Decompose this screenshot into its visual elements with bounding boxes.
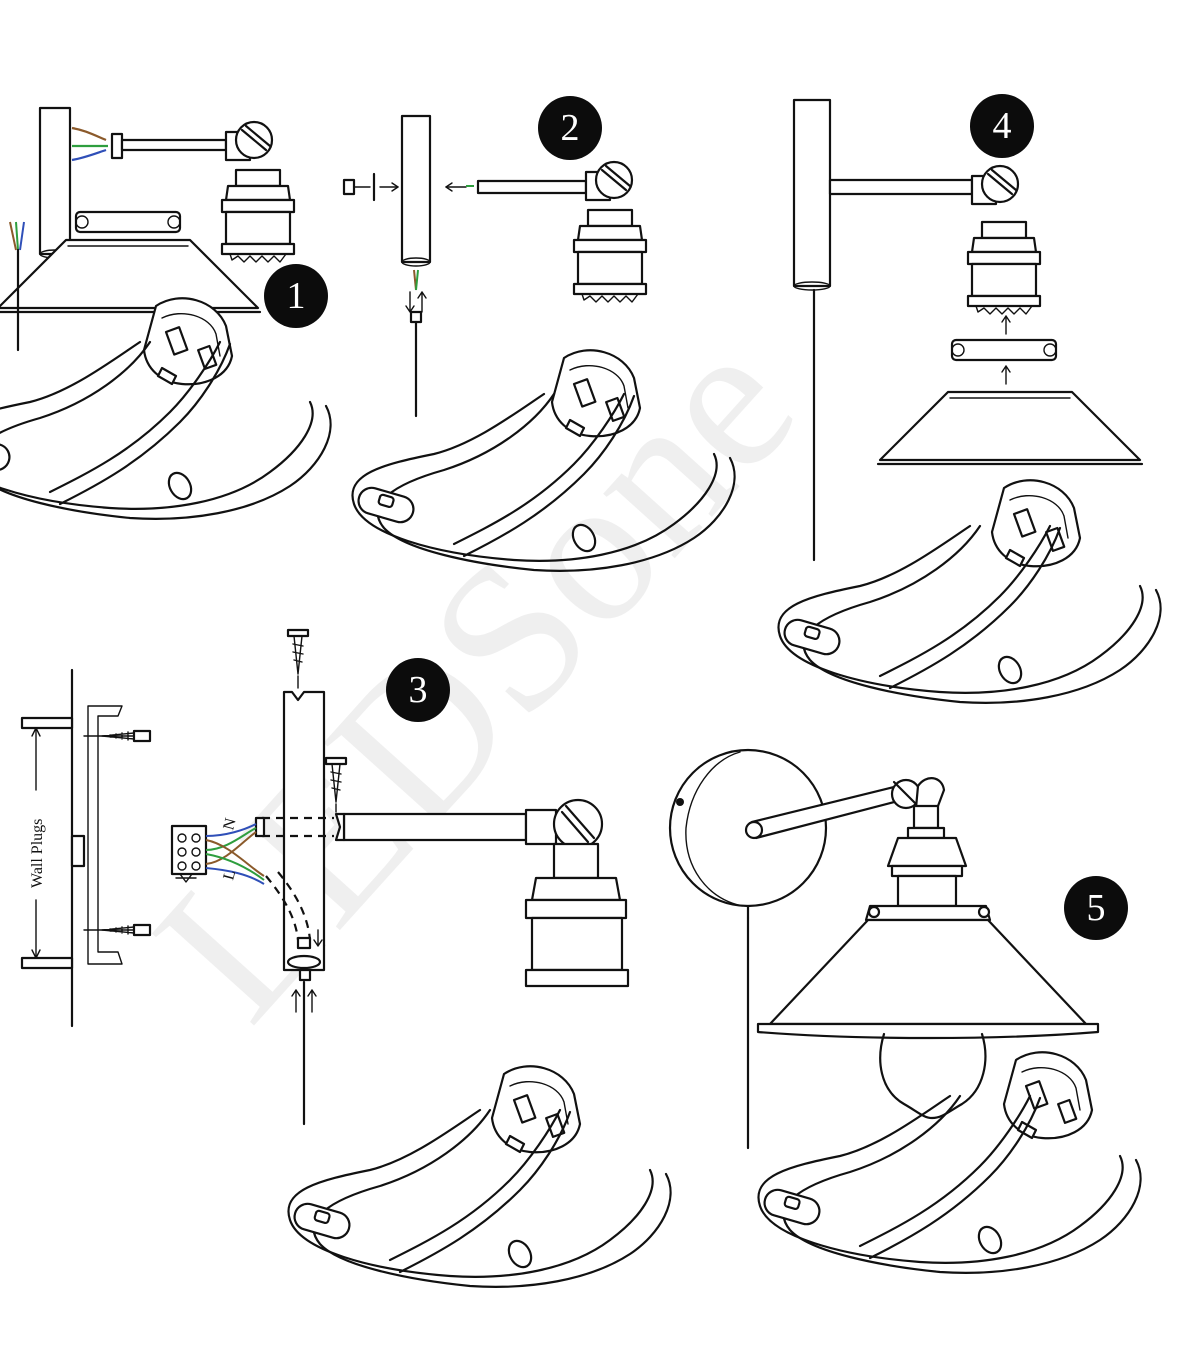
arm-4 (828, 178, 974, 196)
live-label: L (220, 868, 239, 882)
step-3-panel: N L 3 (170, 628, 672, 1288)
step-2-panel: 2 (342, 96, 736, 572)
step-2-badge (538, 96, 602, 160)
backplate-bar-1 (38, 106, 72, 256)
step-1-number: 1 (287, 275, 306, 317)
step-5-panel: 5 (668, 748, 1142, 1274)
step-3-badge (386, 658, 450, 722)
arm-2 (476, 179, 588, 195)
terminal-block (170, 824, 208, 876)
step-1-panel: 1 (0, 106, 332, 520)
step-5-badge (1064, 876, 1128, 940)
shade-5 (768, 918, 1088, 1026)
arm-3 (342, 812, 528, 842)
backplate-bar-4 (792, 98, 832, 288)
bulb (879, 1032, 987, 1120)
step-4-panel: 4 (777, 94, 1162, 704)
step-4-number: 4 (993, 105, 1012, 147)
backplate-bar-2 (400, 114, 432, 264)
step-3-number: 3 (409, 669, 428, 711)
backplate-bar-3 (282, 690, 326, 972)
wall-plugs-detail: Wall Plugs (20, 668, 152, 1028)
neutral-label: N (220, 816, 240, 832)
arm-1 (120, 138, 228, 152)
step-1-badge (264, 264, 328, 328)
step-5-number: 5 (1087, 887, 1106, 929)
wall-plugs-label: Wall Plugs (29, 819, 46, 888)
watermark-text: LEDSone (112, 290, 839, 1061)
step-2-number: 2 (561, 107, 580, 149)
step-4-badge (970, 94, 1034, 158)
